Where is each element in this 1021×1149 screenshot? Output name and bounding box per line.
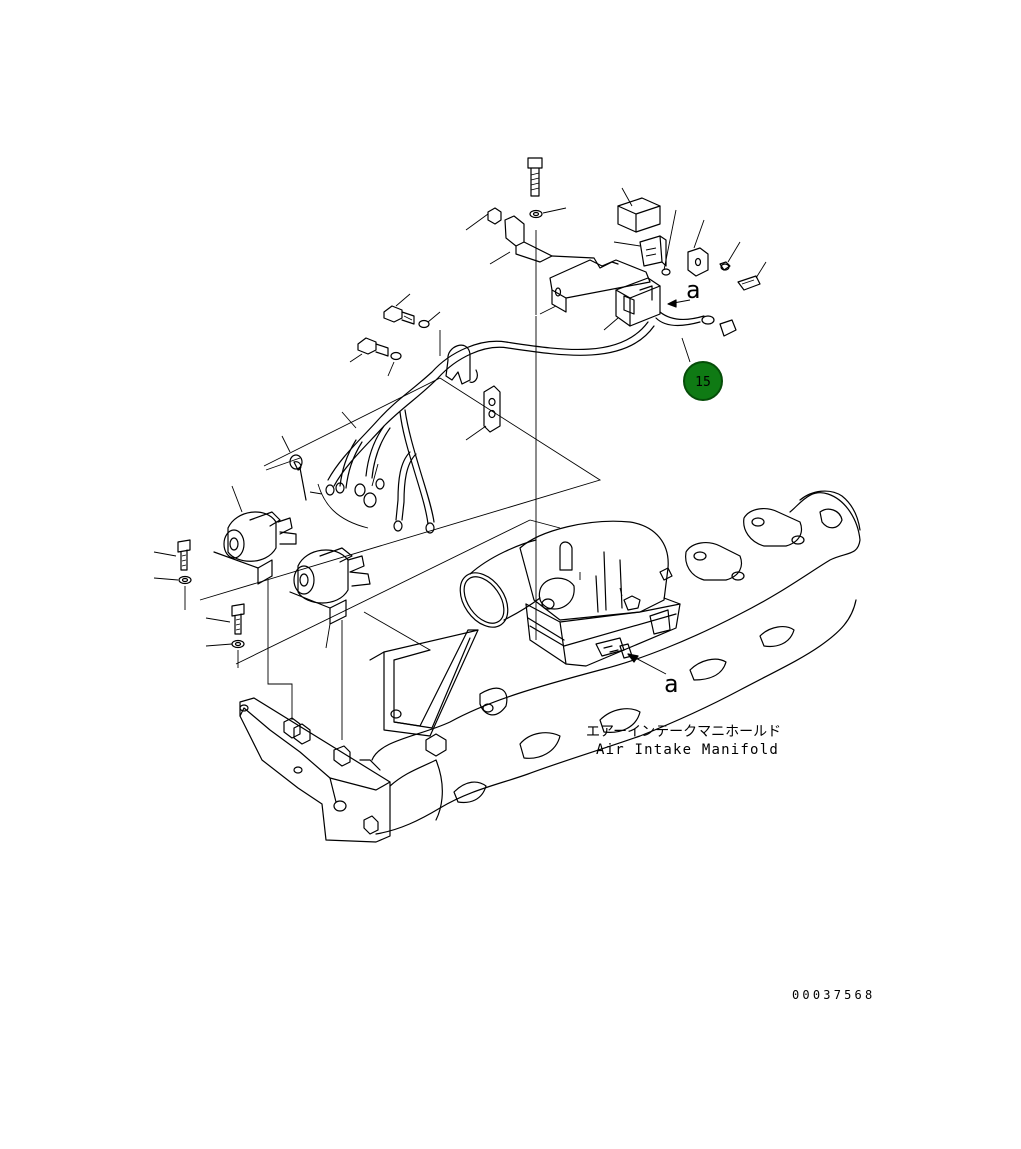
top-bolt [527,157,567,315]
heater-relay-1 [213,485,297,640]
wire-terminals [281,435,435,534]
view-marker-top: a [686,276,700,304]
harness-bolts [349,293,441,377]
callout-marker[interactable] [683,361,723,401]
base-bracket [239,697,391,843]
support-bracket [369,629,479,737]
mount-plate [539,259,651,315]
manifold-label-japanese: エアーインテークマニホールド [586,724,781,740]
harness-bracket [465,385,501,441]
terminal-wire [655,311,737,363]
relay-cover [617,187,661,233]
air-intake-manifold [359,490,861,835]
harness-clamp [439,330,478,385]
view-arrow-bottom: a [627,653,678,698]
callout-15[interactable]: 15 [683,361,723,401]
view-marker-bottom: a [664,670,678,698]
heater-relay-2 [289,547,371,740]
intake-tube [459,539,541,628]
hex-nut-top [465,207,502,231]
relay-socket [613,235,667,267]
view-arrow-top: a [667,276,700,308]
callout-label: 15 [695,375,711,390]
controller-box [603,209,677,331]
drawing-number: 00037568 [792,988,875,1002]
left-bolts [153,539,245,668]
manifold-label-english: Air Intake Manifold [596,742,779,758]
l-bracket-top [489,215,619,269]
heater-housing [519,520,681,667]
side-bracket-right [687,219,767,291]
projection-lines [199,316,602,720]
